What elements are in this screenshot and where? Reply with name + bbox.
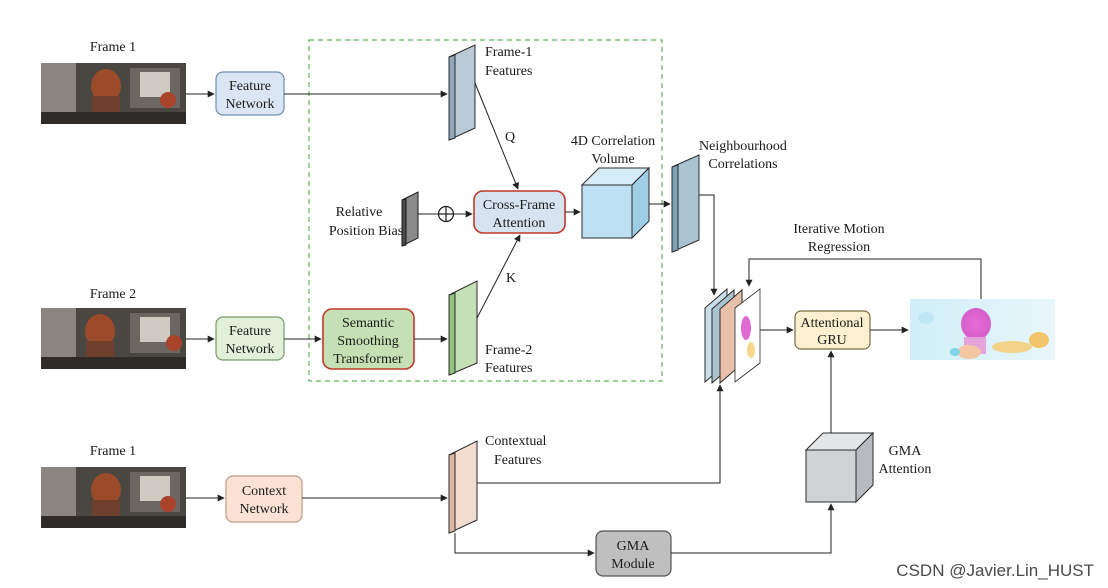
frame1-bottom-label: Frame 1 <box>90 444 136 459</box>
cross-frame-attention: Cross-Frame Attention <box>473 190 566 234</box>
neighbourhood-correlations-slab <box>671 154 700 253</box>
matching-module-region <box>308 39 663 382</box>
frame1-features-line1: Frame-1 <box>485 45 532 60</box>
frame1-features-slab <box>448 44 476 141</box>
correlation-volume-line1: 4D Correlation <box>571 134 655 149</box>
gma-attention-line1: GMA <box>889 444 923 459</box>
correlation-volume-cube <box>580 166 651 240</box>
context-network: Context Network <box>225 475 303 523</box>
gma-attention-line2: Attention <box>879 462 932 477</box>
frame2-label: Frame 2 <box>90 287 136 302</box>
semantic-smoothing-transformer: Semantic Smoothing Transformer <box>322 308 415 370</box>
frame2-image <box>41 308 186 369</box>
semantic-smoothing-line1: Semantic <box>342 316 394 331</box>
iterative-motion-line1: Iterative Motion <box>793 222 884 237</box>
cross-frame-attention-line2: Attention <box>493 216 546 231</box>
stacked-motion-features <box>704 287 761 385</box>
feature-network-2-line1: Feature <box>229 324 271 339</box>
context-network-line2: Network <box>240 502 289 517</box>
feature-network-1-line1: Feature <box>229 79 271 94</box>
gma-module-line1: GMA <box>617 539 651 554</box>
gma-attention-cube <box>804 431 875 504</box>
correlation-volume-line2: Volume <box>591 152 634 167</box>
relative-position-bias-slab <box>401 191 419 247</box>
neighbourhood-line2: Correlations <box>708 157 777 172</box>
feature-network-2: Feature Network <box>215 316 285 361</box>
contextual-features-line1: Contextual <box>485 434 547 449</box>
frame2-features-line1: Frame-2 <box>485 343 532 358</box>
attentional-gru: Attentional GRU <box>794 310 871 350</box>
contextual-features-line2: Features <box>494 453 541 468</box>
attentional-gru-line1: Attentional <box>801 316 864 331</box>
neighbourhood-line1: Neighbourhood <box>699 139 787 154</box>
k-label: K <box>506 271 516 286</box>
frame1-top-image <box>41 63 186 124</box>
contextual-features-slab <box>448 440 478 534</box>
output-flow-image <box>910 299 1055 360</box>
connections <box>186 82 982 557</box>
frame1-top-label: Frame 1 <box>90 40 136 55</box>
semantic-smoothing-line3: Transformer <box>333 352 403 367</box>
cross-frame-attention-line1: Cross-Frame <box>483 198 555 213</box>
feature-network-1-line2: Network <box>226 97 275 112</box>
iterative-motion-line2: Regression <box>808 240 870 255</box>
feature-network-1: Feature Network <box>215 71 285 116</box>
frame2-features-line2: Features <box>485 361 532 376</box>
gma-module-line2: Module <box>611 557 655 572</box>
feature-network-2-line2: Network <box>226 342 275 357</box>
frame1-bottom-image <box>41 467 186 528</box>
watermark-text: CSDN @Javier.Lin_HUST <box>896 561 1094 580</box>
attentional-gru-line2: GRU <box>817 333 847 348</box>
semantic-smoothing-line2: Smoothing <box>337 334 398 349</box>
context-network-line1: Context <box>242 484 286 499</box>
q-label: Q <box>505 130 515 145</box>
add-operator-icon <box>437 205 455 223</box>
gma-module: GMA Module <box>595 530 672 577</box>
frame2-features-slab <box>448 280 478 376</box>
frame1-features-line2: Features <box>485 64 532 79</box>
relative-position-line2: Position Bias <box>329 224 403 239</box>
relative-position-line1: Relative <box>336 205 383 220</box>
